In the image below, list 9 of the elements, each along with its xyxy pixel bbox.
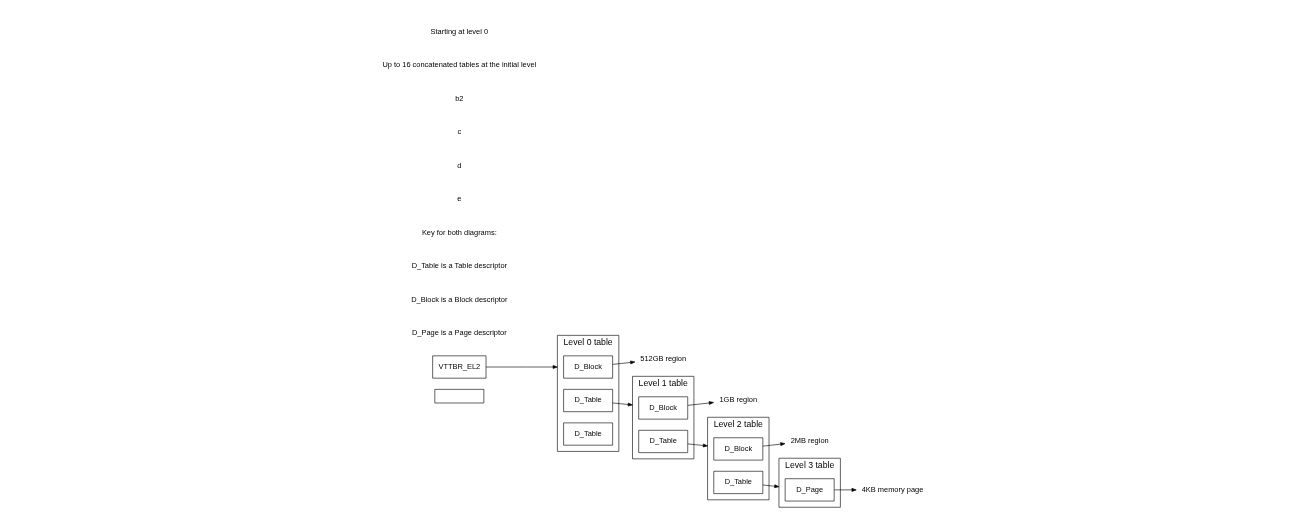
- arrow: [762, 484, 779, 489]
- arrow: [611, 360, 635, 365]
- arrow: [687, 443, 708, 448]
- arrow: [687, 401, 714, 406]
- arrow: [485, 365, 558, 369]
- arrow: [833, 488, 857, 492]
- arrow: [762, 442, 785, 447]
- arrow: [611, 402, 633, 407]
- node-box: [434, 389, 484, 404]
